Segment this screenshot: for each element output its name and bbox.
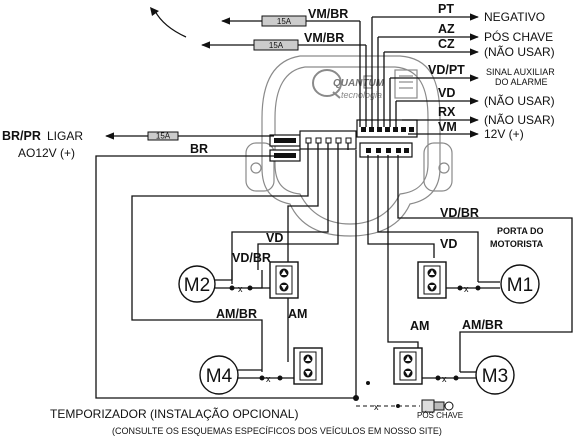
timer-label: TEMPORIZADOR (INSTALAÇÃO OPCIONAL) [50, 407, 298, 421]
window-switch-icon [269, 261, 299, 299]
wire-code-vdpt: VD/PT [428, 63, 465, 77]
ignition-key-icon [421, 399, 454, 413]
motor-m1-label: M1 [507, 275, 533, 296]
wire-label-vdbr-left: VD/BR [232, 251, 271, 265]
wire-am-left [287, 143, 319, 362]
fuse-label: 15A [277, 17, 292, 26]
wire-label-ambr-left: AM/BR [216, 307, 257, 321]
brpr-text-2: AO12V (+) [18, 146, 75, 160]
wire-desc-rx: (NÃO USAR) [484, 113, 555, 127]
wire-vdbr-left-feed [231, 143, 329, 284]
wire-desc-vm: 12V (+) [484, 127, 524, 141]
motor-m2-label: M2 [184, 275, 210, 296]
motor-m2: M2 [178, 265, 216, 303]
motor-m3: M3 [475, 355, 515, 395]
window-switch-icon [293, 347, 323, 385]
wire-code-vm: VM [438, 120, 457, 134]
wire-desc-cz: (NÃO USAR) [484, 45, 555, 59]
output-vmbr-1: 15A VM/BR [221, 7, 361, 127]
module-housing: QUANTUM tecnologia [245, 55, 453, 237]
svg-text:x: x [464, 284, 469, 294]
wire-label-am-right: AM [410, 319, 429, 333]
curved-arrow-icon [150, 7, 187, 38]
brand-sub: tecnologia [341, 90, 382, 100]
svg-text:x: x [238, 284, 243, 294]
svg-text:x: x [266, 374, 271, 384]
wire-code-rx: RX [438, 105, 456, 119]
wire-code-vd: VD [438, 86, 455, 100]
porta-line-1: PORTA DO [497, 226, 544, 236]
wire-desc-pt: NEGATIVO [484, 10, 545, 24]
output-vmbr-2: 15A VM/BR [201, 31, 367, 127]
wire-label-vd-left: VD [266, 231, 283, 245]
motor-m4-label: M4 [206, 366, 233, 387]
wire-desc-az: PÓS CHAVE [484, 29, 553, 44]
right-harness: PT NEGATIVO AZ PÓS CHAVE CZ (NÃO USAR) V… [371, 2, 555, 141]
window-switch-icon [393, 347, 423, 385]
fuse-label: 15A [156, 132, 171, 141]
wire-label-am-left: AM [288, 307, 307, 321]
footnote: (CONSULTE OS ESQUEMAS ESPECÍFICOS DOS VE… [112, 426, 442, 436]
fuse-icon [147, 131, 179, 141]
wire-vdbr-right [377, 155, 479, 282]
wire-desc-vdpt-2: DO ALARME [495, 77, 548, 87]
wire-code-cz: CZ [438, 37, 455, 51]
connector-right-bottom [359, 142, 413, 158]
brpr-output: 15A BR/PR LIGAR AO12V (+) [2, 129, 274, 160]
motor-m3-label: M3 [482, 366, 508, 387]
fuse-icon [261, 15, 307, 27]
svg-text:x: x [442, 374, 447, 384]
wire-ambr-right [397, 155, 573, 372]
motor-m4: M4 [199, 355, 239, 395]
br-wire: BR [95, 142, 356, 399]
fuse-icon [253, 39, 299, 51]
wire-desc-vdpt-1: SINAL AUXILIAR [486, 67, 555, 77]
wire-code-az: AZ [438, 22, 455, 36]
window-switch-icon [417, 261, 447, 299]
wire-am-right [387, 155, 419, 350]
wire-label-ambr-right: AM/BR [462, 318, 503, 332]
wire-am-br-left [131, 143, 309, 372]
porta-line-2: MOTORISTA [490, 239, 544, 249]
brpr-code: BR/PR [2, 129, 41, 143]
wire-label-vdbr-right: VD/BR [440, 206, 479, 220]
wire-desc-vd: (NÃO USAR) [484, 94, 555, 108]
wire-vd-left-feed [257, 143, 339, 270]
wire-label-br: BR [190, 142, 208, 156]
wire-label-vmbr-2: VM/BR [304, 31, 344, 45]
quantum-logo: QUANTUM tecnologia [312, 69, 385, 100]
motor-m1: M1 [500, 264, 540, 304]
fuse-label: 15A [269, 41, 284, 50]
svg-text:x: x [374, 402, 379, 412]
pos-chave-label: PÓS CHAVE [417, 411, 463, 420]
wire-code-pt: PT [438, 2, 454, 16]
brand-name: QUANTUM [333, 78, 385, 89]
wire-label-vmbr-1: VM/BR [308, 7, 348, 21]
wire-vd-right [367, 155, 435, 258]
wire-label-vd-right: VD [440, 237, 457, 251]
brpr-text-1: LIGAR [47, 129, 83, 143]
